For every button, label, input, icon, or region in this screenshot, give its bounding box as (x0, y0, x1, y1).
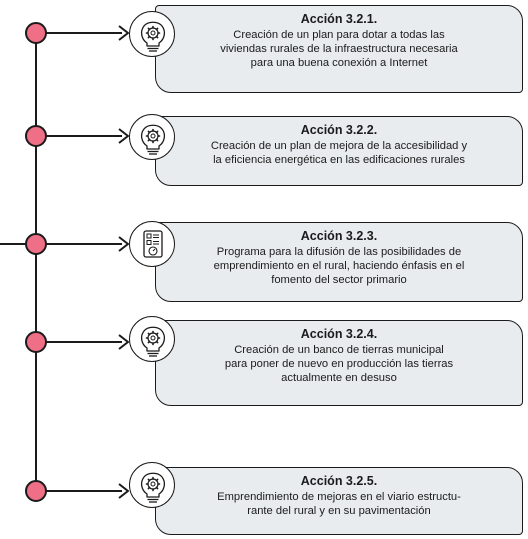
action-card-2: Acción 3.2.2. Creación de un plan de mej… (155, 116, 523, 186)
action-title: Acción 3.2.1. (300, 12, 378, 26)
lightbulb-gear-icon (129, 11, 175, 57)
action-card-5: Acción 3.2.5. Emprendimiento de mejoras … (155, 467, 523, 535)
action-description: Emprendimiento de mejoras en el viario e… (217, 491, 461, 517)
action-description: Creación de un plan de mejora de la acce… (210, 140, 468, 166)
action-description: Creación de un plan para dotar a todas l… (220, 29, 458, 69)
timeline-node (25, 22, 47, 44)
action-description: Programa para la difusión de las posibil… (213, 246, 465, 286)
document-stopwatch-icon (129, 221, 175, 267)
timeline-node (25, 125, 47, 147)
arrow-head-icon (118, 334, 129, 350)
action-card-3: Acción 3.2.3. Programa para la difusión … (155, 222, 523, 302)
action-title: Acción 3.2.2. (300, 123, 378, 137)
timeline-node (25, 233, 47, 255)
timeline-node (25, 480, 47, 502)
action-description: Creación de un banco de tierras municipa… (224, 344, 454, 384)
lightbulb-gear-icon (129, 114, 175, 160)
arrow-head-icon (118, 483, 129, 499)
lightbulb-gear-icon (129, 316, 175, 362)
action-title: Acción 3.2.3. (300, 229, 378, 243)
arrow-head-icon (118, 236, 129, 252)
node-layer (25, 22, 129, 502)
action-card-1: Acción 3.2.1. Creación de un plan para d… (155, 5, 523, 93)
action-card-4: Acción 3.2.4. Creación de un banco de ti… (155, 320, 523, 406)
lightbulb-gear-icon (129, 462, 175, 508)
arrow-head-icon (118, 128, 129, 144)
action-title: Acción 3.2.5. (300, 474, 378, 488)
arrow-head-icon (118, 25, 129, 41)
action-title: Acción 3.2.4. (300, 327, 378, 341)
timeline-node (25, 331, 47, 353)
